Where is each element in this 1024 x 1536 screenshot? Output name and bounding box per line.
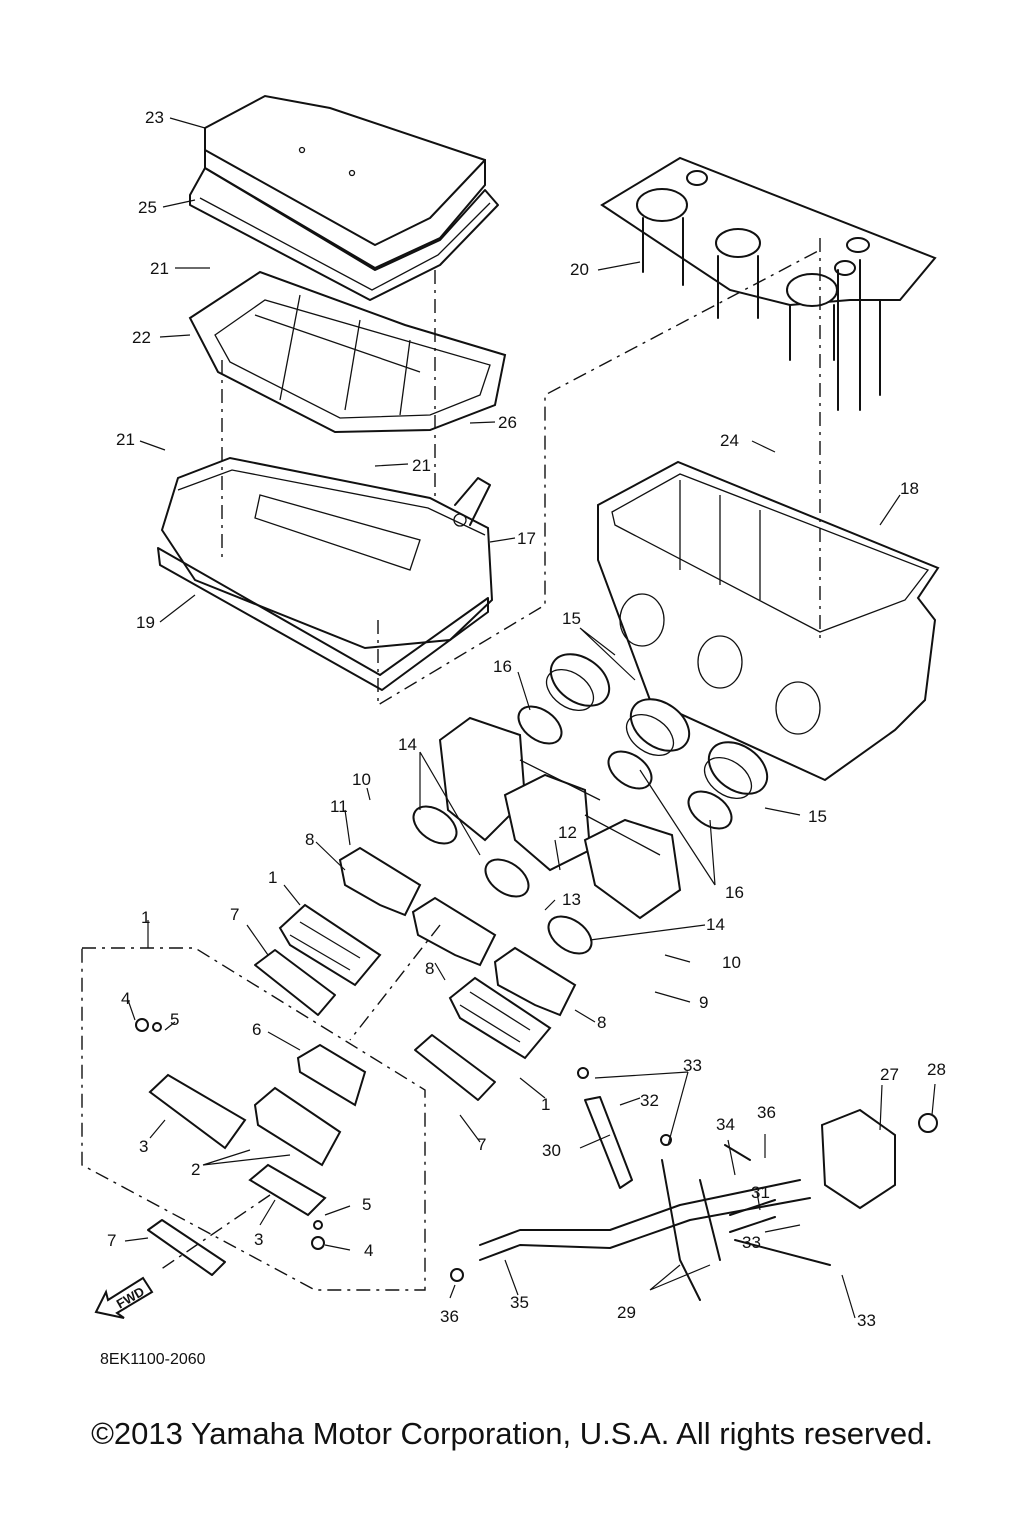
callout: 10 [352, 770, 371, 789]
callout: 7 [230, 905, 239, 924]
callout-labels: 23 25 21 22 21 26 21 17 19 20 24 18 15 1… [107, 108, 946, 1330]
reference-lines [159, 238, 821, 1271]
callout: 29 [617, 1303, 636, 1322]
callout: 2 [191, 1160, 200, 1179]
callout: 36 [757, 1103, 776, 1122]
airbox-lower [160, 456, 494, 650]
callout: 21 [412, 456, 431, 475]
callout: 34 [716, 1115, 735, 1134]
callout: 33 [683, 1056, 702, 1075]
callout: 22 [132, 328, 151, 347]
airbox-cover [204, 94, 486, 270]
cover-gasket [189, 167, 499, 301]
callout: 14 [398, 735, 417, 754]
callout: 17 [517, 529, 536, 548]
callout: 1 [268, 868, 277, 887]
hose-clamps [412, 705, 733, 955]
callout: 12 [558, 823, 577, 842]
callout: 16 [725, 883, 744, 902]
callout: 7 [107, 1231, 116, 1250]
callout: 36 [440, 1307, 459, 1326]
callout: 11 [330, 797, 348, 816]
callout: 8 [305, 830, 314, 849]
callout: 5 [362, 1195, 371, 1214]
diagram-part-number: 8EK1100-2060 [100, 1351, 206, 1368]
callout: 15 [808, 807, 827, 826]
callout: 10 [722, 953, 741, 972]
airbox-base [597, 460, 940, 782]
callout: 28 [927, 1060, 946, 1079]
air-filter-element [188, 270, 507, 434]
callout: 8 [425, 959, 434, 978]
callout: 20 [570, 260, 589, 279]
callout: 27 [880, 1065, 899, 1084]
leader-lines [124, 117, 936, 1319]
reed-detail-parts [135, 1018, 367, 1276]
callout: 31 [751, 1183, 770, 1202]
callout: 18 [900, 479, 919, 498]
top-plate [600, 156, 937, 411]
callout: 16 [493, 657, 512, 676]
callout: 33 [857, 1311, 876, 1330]
reed-detail-boundary [81, 947, 426, 1291]
callout: 33 [742, 1233, 761, 1252]
callout: 26 [498, 413, 517, 432]
callout: 6 [252, 1020, 261, 1039]
callout: 21 [116, 430, 135, 449]
callout: 3 [139, 1137, 148, 1156]
fuel-pump-assembly [450, 1067, 938, 1301]
callout: 1 [541, 1095, 550, 1114]
callout: 25 [138, 198, 157, 217]
callout: 13 [562, 890, 581, 909]
callout: 21 [150, 259, 169, 278]
callout: 24 [720, 431, 739, 450]
callout: 7 [477, 1135, 486, 1154]
callout: 9 [699, 993, 708, 1012]
callout: 32 [640, 1091, 659, 1110]
callout: 4 [121, 989, 130, 1008]
carburetors [438, 716, 682, 920]
callout: 15 [562, 609, 581, 628]
callout: 5 [170, 1010, 179, 1029]
callout: 4 [364, 1241, 373, 1260]
callout: 35 [510, 1293, 529, 1312]
callout: 30 [542, 1141, 561, 1160]
airbox-gasket [157, 547, 489, 691]
callout: 8 [597, 1013, 606, 1032]
intake-boots [545, 653, 769, 800]
callout: 14 [706, 915, 725, 934]
callout: 19 [136, 613, 155, 632]
intake-manifolds [254, 846, 577, 1101]
callout: 23 [145, 108, 164, 127]
callout: 3 [254, 1230, 263, 1249]
fwd-arrow-icon: FWD [94, 1276, 154, 1319]
callout: 1 [141, 908, 150, 927]
copyright-notice: ©2013 Yamaha Motor Corporation, U.S.A. A… [91, 1416, 933, 1451]
